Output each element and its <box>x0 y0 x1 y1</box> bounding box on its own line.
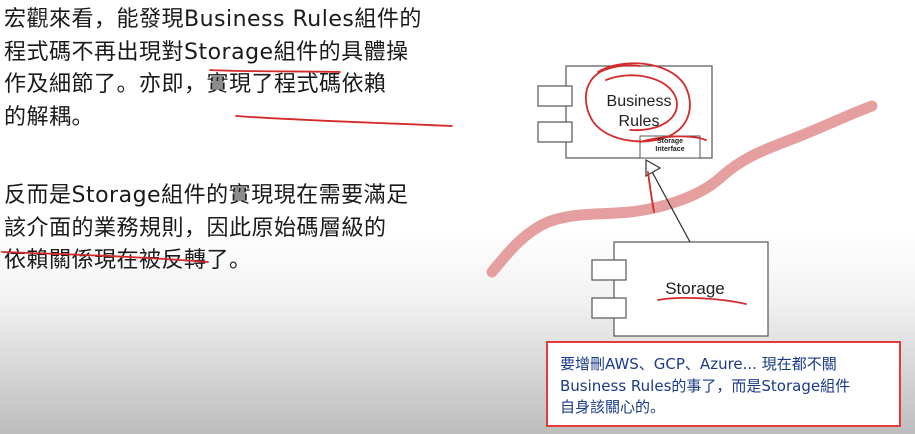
storage-interface-label-line2: Interface <box>655 146 685 153</box>
circle-business-rules-inner <box>605 74 678 131</box>
boundary-highlight-stroke <box>486 100 878 278</box>
business-rules-label: Business Rules <box>594 92 684 132</box>
arrow-pen-mark <box>647 171 655 213</box>
business-rules-label-line2: Rules <box>618 113 660 130</box>
underline-storage <box>657 297 747 305</box>
note-line: 要增刪AWS、GCP、Azure... 現在都不關 <box>560 355 837 373</box>
text-line: 作及細節了。亦即，實現了程式碼依賴 <box>4 72 387 97</box>
business-rules-label-line1: Business <box>606 93 672 110</box>
handdrawn-annotations <box>1 62 747 305</box>
text-line: 的解耦。 <box>4 104 95 130</box>
note-box: 要增刪AWS、GCP、Azure... 現在都不關 Business Rules… <box>546 341 901 427</box>
text-line: 該介面的業務規則，因此原始碼層級的 <box>4 215 387 241</box>
dependency-arrow <box>645 158 691 243</box>
underline-storage-interface <box>639 135 707 143</box>
paragraph-inversion: 反而是Storage組件的實現現在需要滿足 該介面的業務規則，因此原始碼層級的 … <box>4 180 409 278</box>
underline-implement-dependency <box>235 115 453 127</box>
note-line: 自身該關心的。 <box>560 398 666 416</box>
note-line: Business Rules的事了，而是Storage組件 <box>560 376 851 395</box>
underline-storage-text <box>209 69 341 73</box>
text-line: 宏觀來看，能發現Business Rules組件的 <box>4 7 422 32</box>
business-rules-component <box>537 65 713 159</box>
text-line: 反而是Storage組件的實現現在需要滿足 <box>4 183 409 208</box>
storage-interface-label: Storage Interface <box>640 138 700 154</box>
text-line: 程式碼不再出現對Storage組件的具體操 <box>4 39 409 65</box>
text-line: 依賴關係現在被反轉了。 <box>4 248 252 273</box>
paragraph-decoupling: 宏觀來看，能發現Business Rules組件的 程式碼不再出現對Storag… <box>4 4 422 134</box>
storage-component <box>591 241 769 337</box>
storage-interface-label-line1: Storage <box>656 138 684 145</box>
storage-label: Storage <box>665 279 725 298</box>
underline-business-rules <box>1 251 209 263</box>
